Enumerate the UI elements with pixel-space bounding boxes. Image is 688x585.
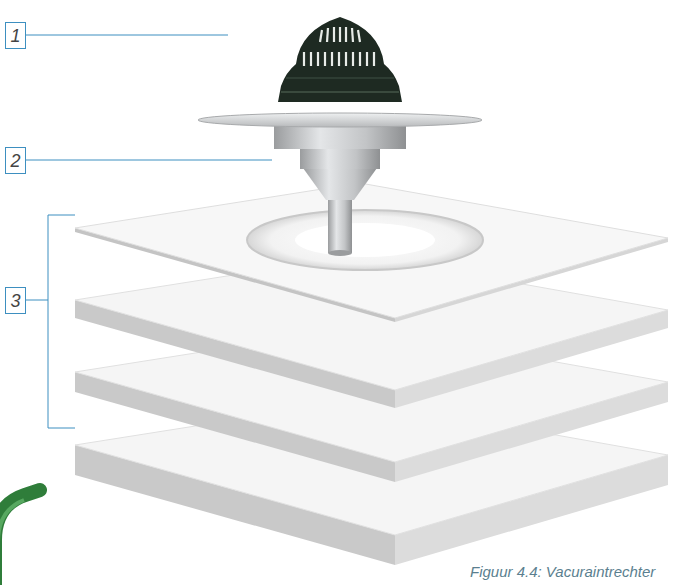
leader-line: [25, 35, 272, 300]
callout-box: 2: [5, 147, 26, 174]
callout-number: 3: [10, 292, 20, 310]
drain-body: [198, 113, 482, 256]
pipe-fragment: [0, 490, 40, 585]
insulation-slab: [75, 183, 668, 322]
dome-strainer: [278, 17, 402, 102]
callout-box: 3: [5, 287, 26, 314]
pipe-highlight: [0, 500, 24, 585]
callout-number: 2: [10, 152, 20, 170]
group-bracket: [48, 215, 75, 428]
callout-number: 1: [10, 27, 20, 45]
figure-caption: Figuur 4.4: Vacuraintrechter: [470, 563, 655, 580]
callout-box: 1: [5, 22, 26, 49]
